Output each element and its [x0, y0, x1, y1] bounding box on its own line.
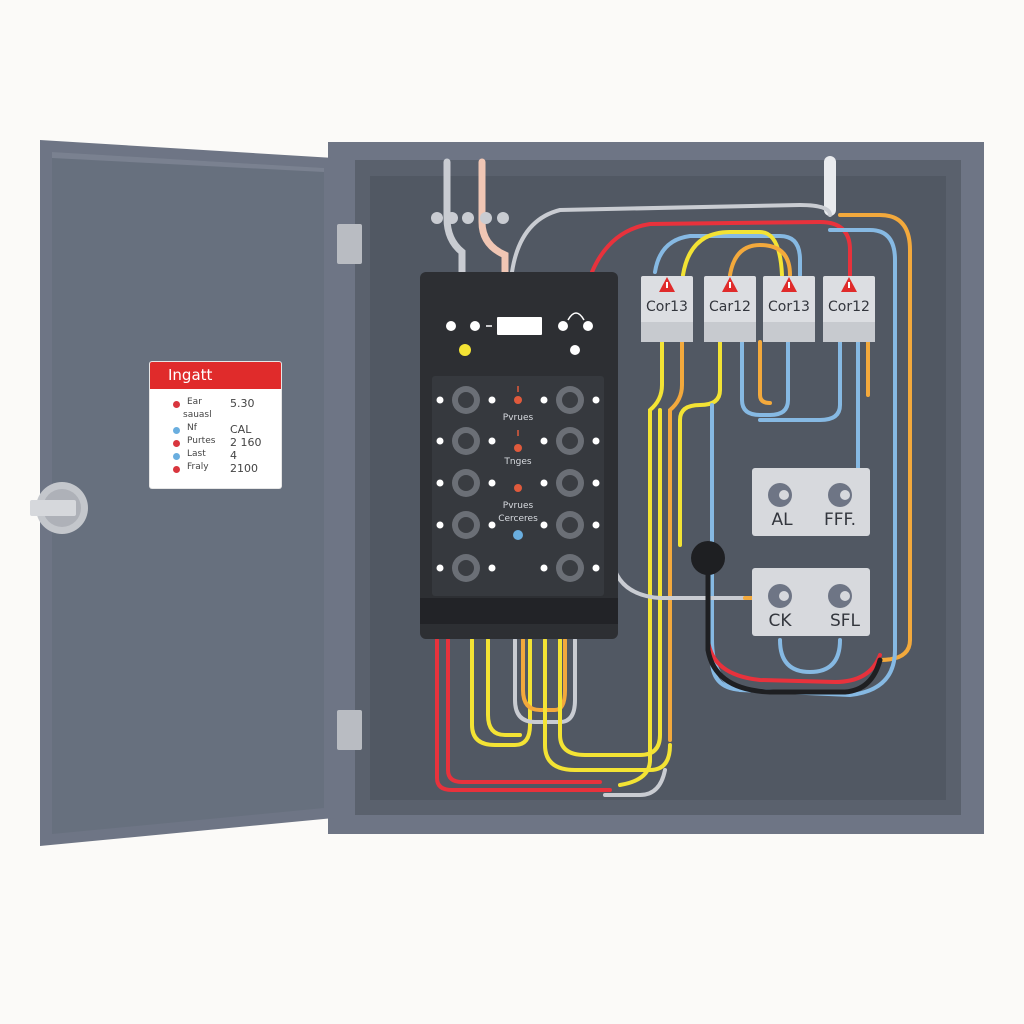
door-handle[interactable] [30, 482, 88, 534]
contactor-label: Car12 [709, 299, 751, 315]
breaker-display [497, 317, 542, 335]
legend-dot [173, 401, 180, 408]
breaker-label: Pvrues [502, 501, 534, 511]
legend-row-value: 2100 [230, 462, 258, 475]
outlet-top[interactable] [752, 468, 870, 536]
wire-junction [691, 541, 725, 575]
legend-row-value: 2 160 [230, 436, 262, 449]
wire-bundle-lower [435, 408, 883, 797]
breaker-switch[interactable] [436, 554, 496, 582]
legend-row: Purtes 2 160 [150, 436, 281, 451]
contactor [763, 276, 815, 342]
legend-row-value: CAL [230, 423, 252, 436]
door[interactable] [40, 140, 334, 846]
contactor-label: Cor12 [828, 299, 870, 315]
legend-row-name: Fraly [187, 462, 209, 472]
outlet-label-right: SFL [829, 611, 861, 631]
breaker-label: Tnges [504, 457, 532, 467]
outlet-label-left: CK [768, 611, 792, 631]
contactor [641, 276, 693, 342]
breaker-switch[interactable] [436, 469, 496, 497]
breaker-switch[interactable] [540, 386, 600, 414]
breaker-switch[interactable] [540, 511, 600, 539]
legend-row-name: Purtes [187, 436, 216, 446]
legend-dot [173, 466, 180, 473]
legend-dot [173, 440, 180, 447]
indicator-lights [446, 312, 593, 356]
breaker-switches[interactable] [436, 386, 600, 582]
breaker-switch[interactable] [540, 554, 600, 582]
legend-row-value: 5.30 [230, 397, 255, 410]
legend-row: Nf CAL [150, 423, 281, 438]
legend-row-name: Ear [187, 397, 202, 407]
legend-row: Ear 5.30 [150, 397, 281, 412]
contactor-label: Cor13 [646, 299, 688, 315]
breaker-label: Cerceres [498, 514, 538, 524]
contactor [704, 276, 756, 342]
contactor-label: Cor13 [768, 299, 810, 315]
outlet-label-left: AL [771, 510, 793, 530]
legend-dot [173, 427, 180, 434]
conductor-knobs [431, 212, 509, 224]
legend-row: sauasl [150, 410, 277, 425]
contactors [641, 276, 875, 342]
breaker-switch[interactable] [436, 427, 496, 455]
breaker-switch[interactable] [540, 427, 600, 455]
hinge-bottom [337, 710, 362, 750]
hinge-top [337, 224, 362, 264]
legend-row-name: Last [187, 449, 206, 459]
legend-row: Last 4 [150, 449, 281, 464]
breaker-switch[interactable] [436, 386, 496, 414]
legend-row-name: sauasl [183, 410, 212, 420]
breaker-switch[interactable] [540, 469, 600, 497]
legend-row-name: Nf [187, 423, 197, 433]
wire-bundle-contactors [618, 340, 870, 787]
legend-title: Ingatt [150, 362, 281, 389]
contactor [823, 276, 875, 342]
outlet-bottom[interactable] [752, 568, 870, 636]
legend-row-value: 4 [230, 449, 237, 462]
legend-row: Fraly 2100 [150, 462, 281, 477]
breaker-status-leds [513, 386, 523, 540]
outlet-label-right: FFF. [823, 510, 856, 530]
legend-dot [173, 453, 180, 460]
breaker-label: Pvrues [502, 413, 534, 423]
breaker-switch[interactable] [436, 511, 496, 539]
